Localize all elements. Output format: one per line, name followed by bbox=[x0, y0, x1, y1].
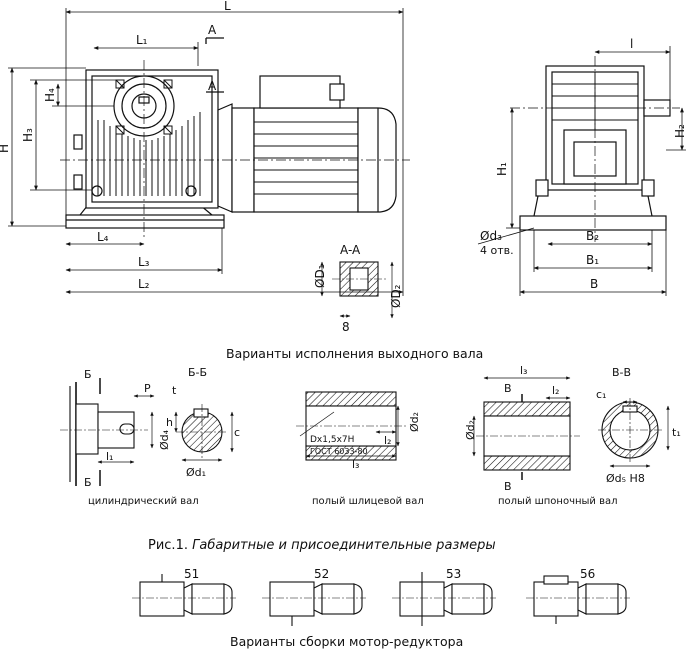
dim-D1: ØD₁ bbox=[313, 264, 327, 288]
dim-d3: Ød₃ bbox=[480, 229, 502, 243]
dim-H: H bbox=[0, 144, 11, 153]
dim-c1: c₁ bbox=[596, 388, 606, 401]
section-aa bbox=[320, 261, 394, 319]
section-mark-a-top: A bbox=[208, 23, 217, 37]
dim-L4: L₄ bbox=[97, 230, 109, 244]
variants-title: Варианты исполнения выходного вала bbox=[226, 346, 484, 361]
assembly-label-56: 56 bbox=[580, 567, 595, 581]
side-view bbox=[510, 56, 680, 242]
section-mark-b-bottom: Б bbox=[84, 476, 92, 489]
spline-spec: Dx1,5x7H bbox=[310, 435, 354, 445]
dim-D2: ØD₂ bbox=[389, 284, 403, 308]
dim-B1: B₁ bbox=[586, 253, 599, 267]
front-dimension-labels: L L₁ A A L₄ L₃ L₂ H H₃ H₄ bbox=[0, 0, 231, 291]
dim-8: 8 bbox=[342, 320, 350, 334]
dim-h: h bbox=[166, 416, 173, 429]
dim-key-d2: Ød₂ bbox=[464, 420, 477, 440]
dim-d1: Ød₁ bbox=[186, 466, 206, 479]
assembly-52 bbox=[262, 581, 366, 626]
dim-d4: Ød₄ bbox=[158, 429, 171, 450]
cyl-shaft-drawing bbox=[60, 378, 234, 486]
dim-L2: L₂ bbox=[138, 277, 150, 291]
key-shaft-caption: полый шпоночный вал bbox=[498, 496, 618, 507]
dim-spline-l2: l₂ bbox=[384, 434, 391, 447]
dim-key-l2: l₂ bbox=[552, 384, 559, 397]
dim-L3: L₃ bbox=[138, 255, 150, 269]
dim-key-l3: l₃ bbox=[520, 364, 527, 377]
section-mark-b-top: Б bbox=[84, 368, 92, 381]
dim-P: P bbox=[144, 382, 151, 395]
dim-d5: Ød₅ H8 bbox=[606, 472, 645, 485]
dim-B: B bbox=[590, 277, 598, 291]
spline-shaft-drawing bbox=[296, 391, 406, 461]
assembly-label-51: 51 bbox=[184, 567, 199, 581]
figure-caption: Рис.1. Габаритные и присоединительные ра… bbox=[148, 538, 496, 553]
dim-spline-d2: Ød₂ bbox=[408, 412, 421, 432]
dim-H2: H₂ bbox=[673, 124, 687, 138]
cyl-shaft-labels: Б Б P l₁ Ød₄ Б-Б t h c Ød₁ bbox=[84, 366, 240, 489]
dim-H3: H₃ bbox=[21, 128, 35, 142]
figure-title: Габаритные и присоединительные размеры bbox=[192, 538, 496, 553]
assembly-51 bbox=[132, 574, 236, 617]
dim-B2: B₂ bbox=[586, 229, 599, 243]
section-mark-v-bottom: В bbox=[504, 480, 512, 493]
dim-l1: l₁ bbox=[106, 450, 113, 463]
dim-L: L bbox=[224, 0, 231, 13]
dim-t1: t₁ bbox=[672, 426, 681, 439]
section-vv-title: В-В bbox=[612, 366, 631, 379]
front-view bbox=[60, 60, 410, 240]
assembly-labels: 51 52 53 56 bbox=[184, 567, 595, 581]
section-bb-title: Б-Б bbox=[188, 366, 207, 379]
assembly-56 bbox=[526, 575, 630, 624]
spline-shaft-caption: полый шлицевой вал bbox=[312, 496, 424, 507]
assembly-53 bbox=[392, 572, 496, 626]
dim-c: c bbox=[234, 426, 240, 439]
assembly-title: Варианты сборки мотор-редуктора bbox=[230, 634, 464, 649]
section-mark-a-bottom: A bbox=[208, 79, 217, 93]
spline-shaft-labels: Dx1,5x7H ГОСТ 6033-80 Ød₂ l₂ l₃ bbox=[310, 412, 421, 471]
assembly-label-52: 52 bbox=[314, 567, 329, 581]
dim-H1: H₁ bbox=[495, 162, 509, 176]
key-shaft-labels: l₃ В В l₂ Ød₂ В-В c₁ t₁ Ød₅ H8 bbox=[464, 364, 681, 493]
cyl-shaft-caption: цилиндрический вал bbox=[88, 496, 199, 507]
assembly-variants bbox=[132, 572, 630, 626]
figure-number: Рис.1. bbox=[148, 538, 188, 553]
dim-l: l bbox=[630, 37, 633, 51]
key-shaft-drawing bbox=[472, 376, 670, 480]
assembly-label-53: 53 bbox=[446, 567, 461, 581]
side-dimension-labels: l H₂ H₁ B₂ B₁ B Ød₃ 4 отв. bbox=[480, 37, 687, 291]
dim-holes: 4 отв. bbox=[480, 244, 514, 257]
section-aa-title: A-A bbox=[340, 243, 361, 257]
dim-H4: H₄ bbox=[43, 88, 57, 102]
dim-spline-l3: l₃ bbox=[352, 458, 359, 471]
dim-t: t bbox=[172, 384, 177, 397]
side-dimension-lines bbox=[477, 46, 686, 296]
section-aa-labels: A-A 8 ØD₁ ØD₂ bbox=[313, 243, 403, 334]
section-mark-v-top: В bbox=[504, 382, 512, 395]
dim-L1: L₁ bbox=[136, 33, 148, 47]
spline-gost: ГОСТ 6033-80 bbox=[310, 447, 368, 456]
